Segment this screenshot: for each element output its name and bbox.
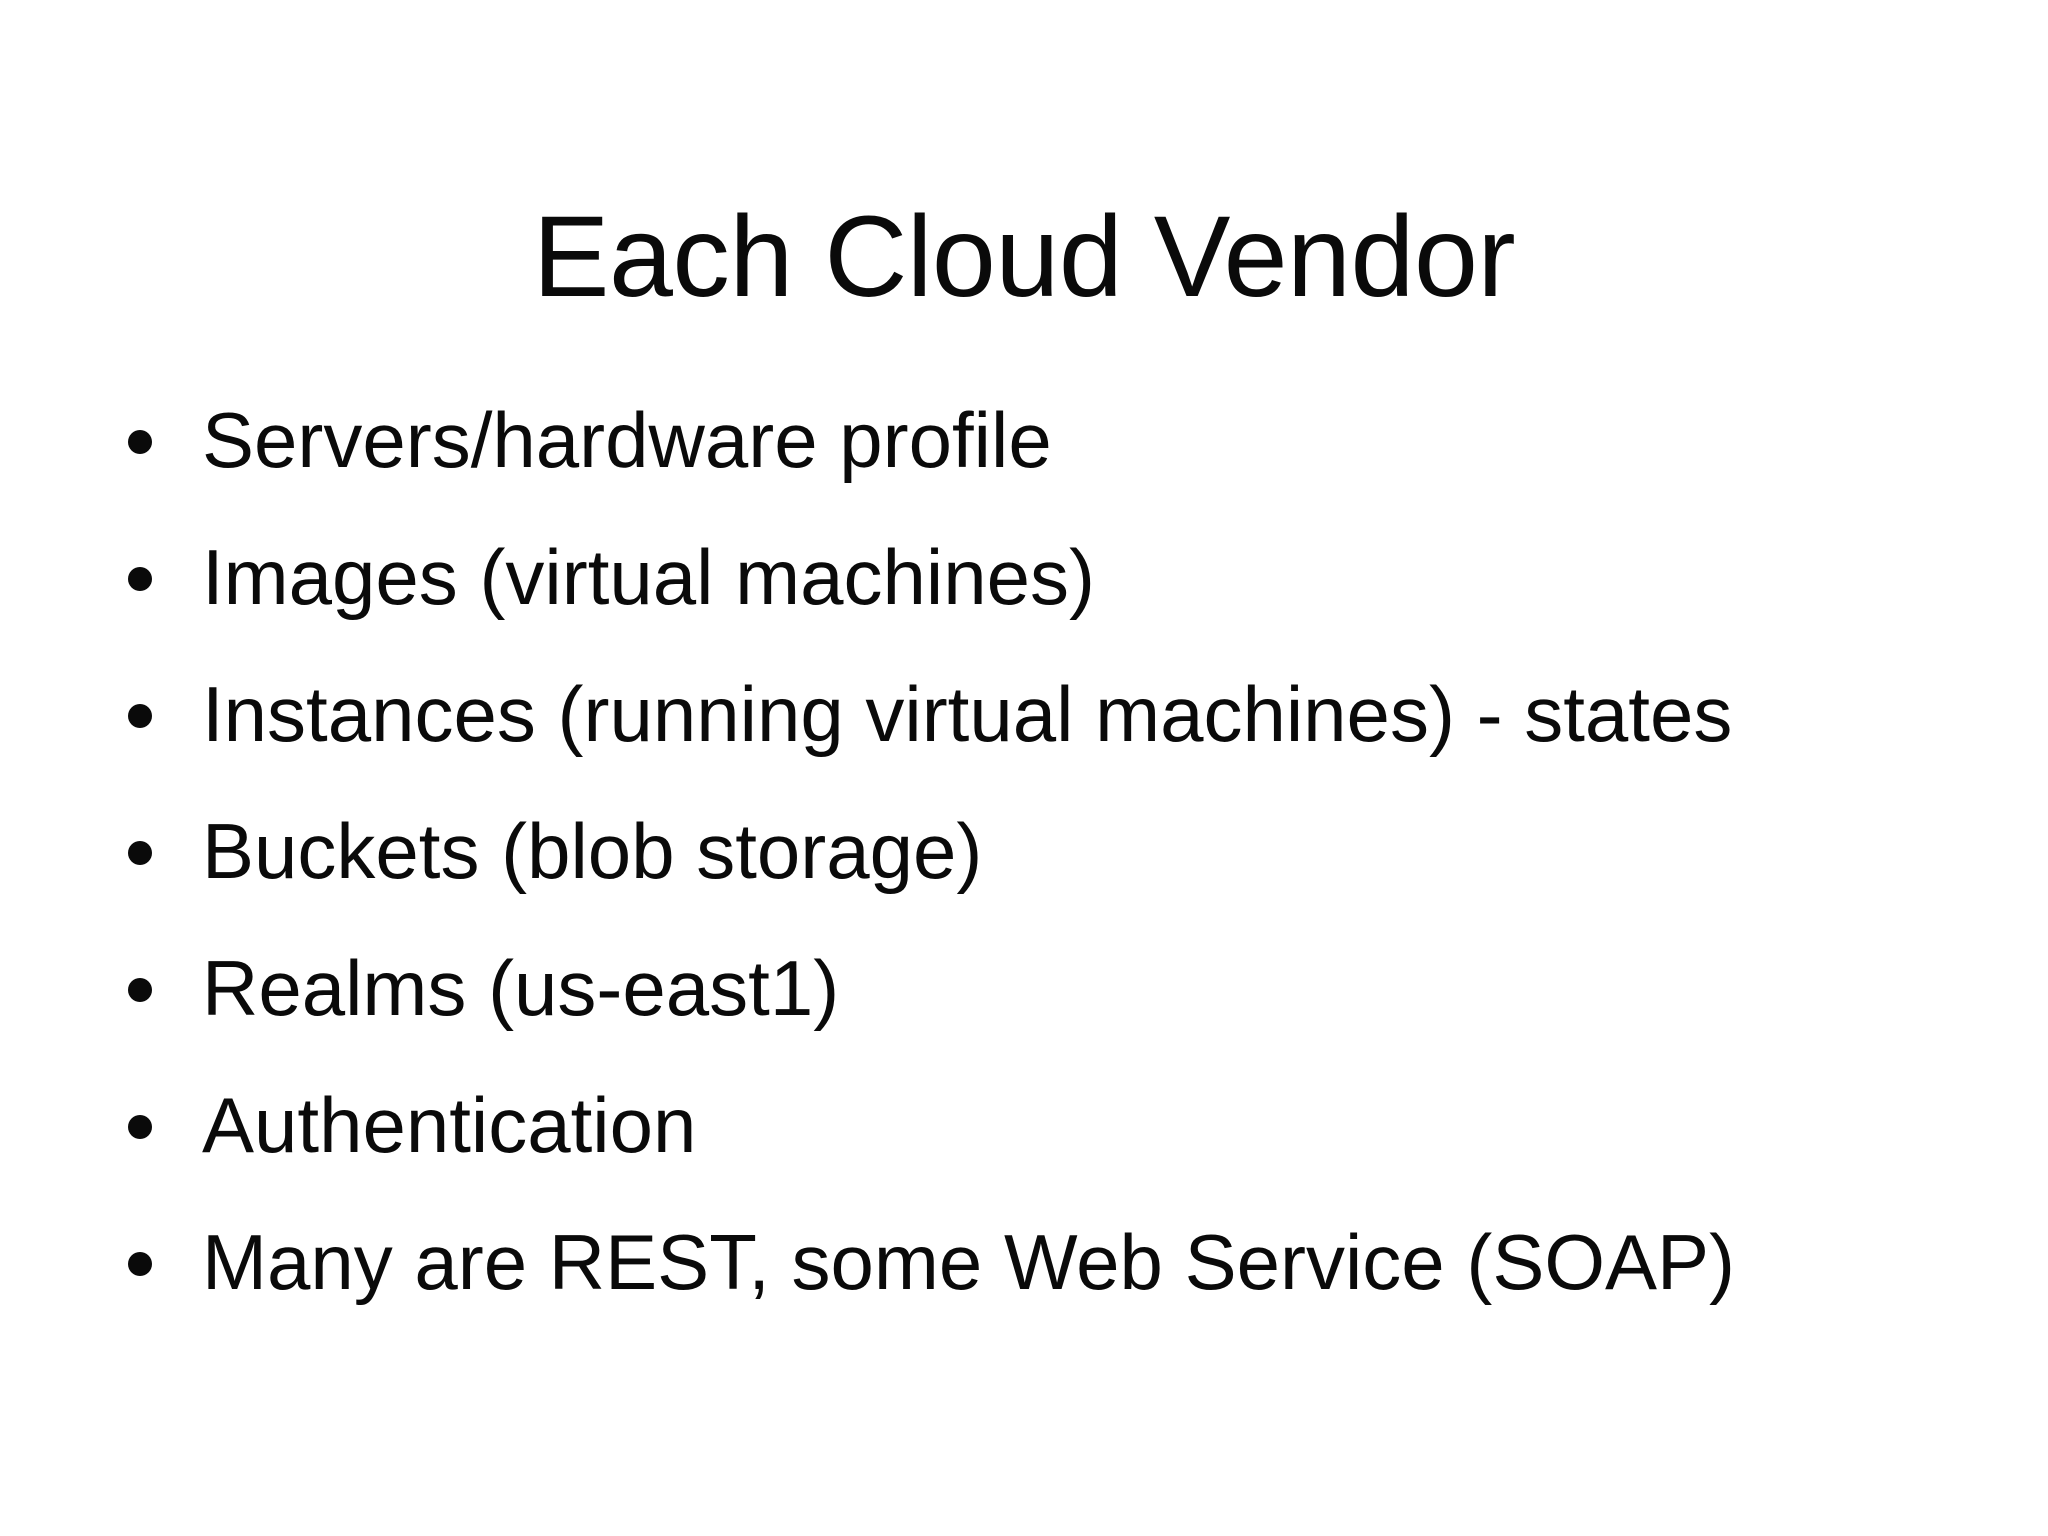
bullet-list: Servers/hardware profile Images (virtual… bbox=[120, 372, 2000, 1331]
list-item: Many are REST, some Web Service (SOAP) bbox=[120, 1194, 2000, 1331]
list-item-label: Many are REST, some Web Service (SOAP) bbox=[202, 1218, 1736, 1306]
list-item: Buckets (blob storage) bbox=[120, 783, 2000, 920]
list-item: Realms (us-east1) bbox=[120, 920, 2000, 1057]
list-item-label: Images (virtual machines) bbox=[202, 533, 1095, 621]
bullet-point-icon bbox=[128, 1114, 152, 1139]
bullet-point-icon bbox=[128, 840, 152, 865]
list-item-label: Instances (running virtual machines) - s… bbox=[202, 670, 1733, 758]
bullet-point-icon bbox=[128, 429, 152, 454]
list-item-label: Realms (us-east1) bbox=[202, 944, 840, 1032]
bullet-point-icon bbox=[128, 1251, 152, 1276]
list-item: Images (virtual machines) bbox=[120, 509, 2000, 646]
bullet-point-icon bbox=[128, 703, 152, 728]
bullet-point-icon bbox=[128, 566, 152, 591]
slide-title: Each Cloud Vendor bbox=[532, 193, 1516, 322]
list-item: Instances (running virtual machines) - s… bbox=[120, 646, 2000, 783]
bullet-point-icon bbox=[128, 977, 152, 1002]
list-item-label: Authentication bbox=[202, 1081, 697, 1169]
list-item: Servers/hardware profile bbox=[120, 372, 2000, 509]
list-item-label: Buckets (blob storage) bbox=[202, 807, 983, 895]
list-item: Authentication bbox=[120, 1057, 2000, 1194]
list-item-label: Servers/hardware profile bbox=[202, 396, 1052, 484]
